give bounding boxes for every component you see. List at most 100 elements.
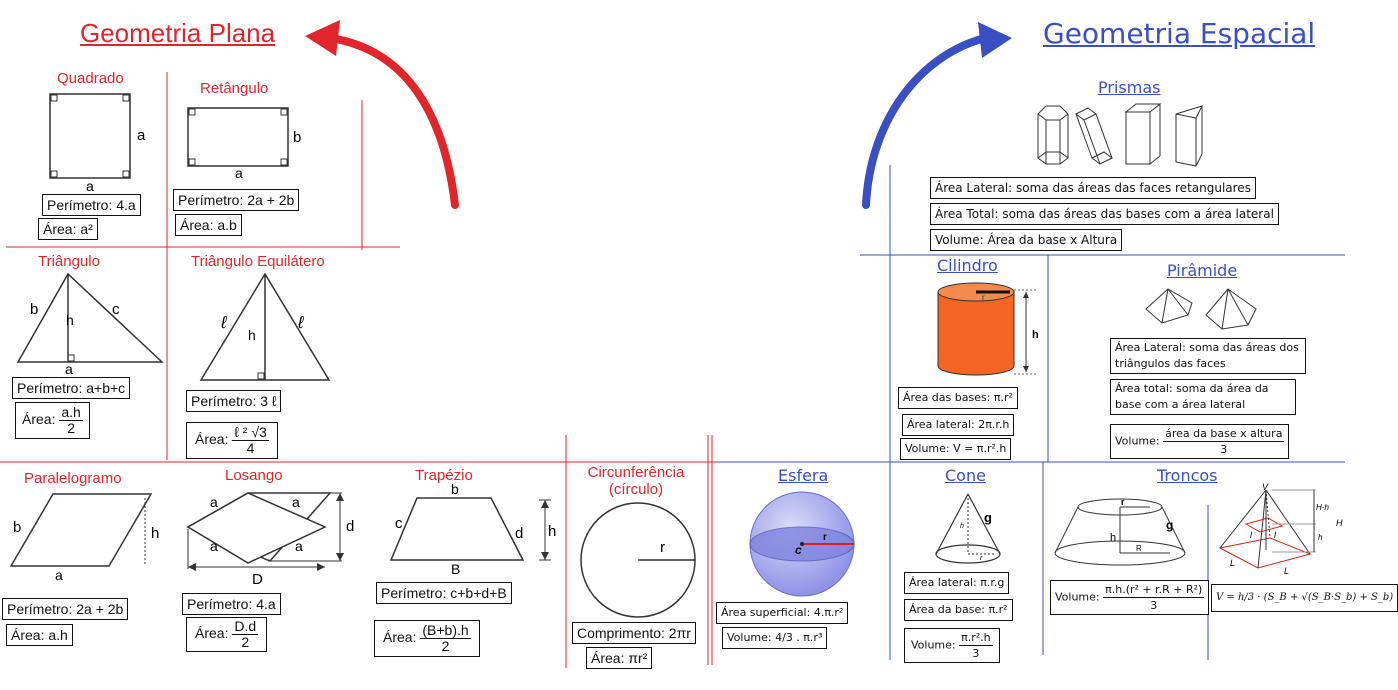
cilindro-area-lateral: Área lateral: 2π.r.h bbox=[902, 414, 1015, 436]
cone-label-r: r bbox=[980, 555, 983, 562]
circunferencia-area: Área: πr² bbox=[586, 647, 653, 669]
paralelogramo-label-h: h bbox=[151, 525, 159, 542]
equilatero-label-l2: ℓ bbox=[297, 313, 304, 332]
troncos-label-H: H bbox=[1336, 518, 1343, 528]
prismas-title: Prismas bbox=[1098, 78, 1161, 97]
esfera-label-r: r bbox=[823, 532, 827, 543]
paralelogramo-label-b: b bbox=[13, 519, 21, 536]
losango-label-d: d bbox=[346, 518, 354, 535]
pyramids-shape bbox=[1145, 288, 1257, 330]
cone-label-h: h bbox=[960, 523, 964, 530]
rhombus-shape: a a a a d D bbox=[186, 492, 354, 588]
paralelogramo-perimetro: Perímetro: 2a + 2b bbox=[2, 598, 129, 620]
triangulo-label-c: c bbox=[112, 301, 120, 318]
triangulo-equilatero-title: Triângulo Equilátero bbox=[191, 253, 325, 270]
losango-label-D: D bbox=[252, 571, 263, 588]
triangulo-label-b: b bbox=[30, 301, 38, 318]
circle-shape: r bbox=[580, 502, 696, 618]
esfera-title: Esfera bbox=[778, 466, 829, 485]
quadrado-perimetro: Perímetro: 4.a bbox=[42, 194, 141, 216]
losango-label-a3: a bbox=[210, 538, 218, 554]
rectangle-shape: b a bbox=[187, 107, 301, 181]
cone-area-lateral: Área lateral: π.r.g bbox=[904, 572, 1010, 594]
troncos-formula: V = h/3 · (S_B + √(S_B·S_b) + S_b) bbox=[1211, 584, 1398, 612]
equilatero-label-l1: ℓ bbox=[220, 313, 227, 332]
cone-title: Cone bbox=[945, 466, 986, 485]
title-geometria-plana: Geometria Plana bbox=[80, 18, 276, 48]
equilatero-label-h: h bbox=[248, 327, 256, 343]
frustum-cone-shape: r g h R bbox=[1054, 497, 1186, 566]
troncos-volume: Volume: π.h.(r² + r.R + R²)3 bbox=[1050, 580, 1210, 615]
quadrado-area: Área: a² bbox=[38, 218, 98, 240]
circunferencia-title: Circunferência (círculo) bbox=[587, 464, 685, 498]
troncos-label-l1: l bbox=[1250, 530, 1253, 540]
cilindro-area-bases: Área das bases: π.r² bbox=[898, 387, 1018, 409]
circunferencia-comprimento: Comprimento: 2πr bbox=[572, 622, 696, 644]
troncos-label-V: V bbox=[1262, 482, 1269, 492]
cilindro-title: Cilindro bbox=[937, 256, 998, 275]
retangulo-bottom-label: a bbox=[235, 165, 243, 181]
circulo-label-r: r bbox=[660, 539, 665, 556]
prisms-shape bbox=[1037, 103, 1203, 167]
quadrado-bottom-label: a bbox=[86, 178, 94, 194]
paralelogramo-label-a: a bbox=[55, 567, 63, 583]
piramide-title: Pirâmide bbox=[1167, 261, 1238, 280]
troncos-label-R: R bbox=[1136, 544, 1142, 553]
esfera-volume: Volume: 4/3 . π.r³ bbox=[722, 627, 828, 649]
frustum-pyramid-shape: V H-h H h l l L L bbox=[1218, 482, 1343, 576]
losango-label-a2: a bbox=[292, 494, 300, 510]
parallelogram-shape: b h a bbox=[9, 493, 159, 583]
troncos-title: Troncos bbox=[1157, 466, 1218, 485]
prismas-area-lateral: Área Lateral: soma das áreas das faces r… bbox=[930, 177, 1256, 199]
triangulo-label-a: a bbox=[65, 361, 73, 377]
esfera-area: Área superficial: 4.π.r² bbox=[716, 602, 849, 624]
retangulo-side-label: b bbox=[293, 129, 301, 146]
losango-label-a4: a bbox=[295, 538, 303, 554]
trapezio-perimetro: Perímetro: c+b+d+B bbox=[376, 582, 512, 604]
triangulo-title: Triângulo bbox=[38, 253, 100, 270]
troncos-label-g: g bbox=[1166, 518, 1173, 532]
cilindro-volume: Volume: V = π.r².h bbox=[900, 438, 1012, 460]
retangulo-area: Área: a.b bbox=[175, 214, 242, 236]
trapezio-label-h: h bbox=[548, 523, 556, 540]
title-geometria-espacial: Geometria Espacial bbox=[1043, 17, 1316, 50]
cone-area-base: Área da base: π.r² bbox=[904, 599, 1013, 621]
cone-label-g: g bbox=[984, 510, 992, 525]
quadrado-title: Quadrado bbox=[57, 70, 124, 87]
diagram-lines bbox=[0, 20, 1345, 668]
paralelogramo-area: Área: a.h bbox=[6, 624, 73, 646]
piramide-area-total: Área total: soma da área da base com a á… bbox=[1110, 379, 1296, 415]
paralelogramo-title: Paralelogramo bbox=[24, 470, 122, 487]
trapezoid-shape: b c d h B bbox=[389, 481, 556, 577]
equilatero-perimetro: Perímetro: 3 ℓ bbox=[186, 390, 282, 412]
losango-label-a1: a bbox=[210, 494, 218, 510]
trapezio-title: Trapézio bbox=[415, 467, 473, 484]
trapezio-label-b: b bbox=[451, 481, 459, 497]
cilindro-label-r: r bbox=[982, 293, 985, 302]
triangulo-label-h: h bbox=[66, 312, 74, 328]
troncos-label-L1: L bbox=[1230, 558, 1235, 568]
cone-shape: g h r bbox=[935, 493, 1001, 564]
retangulo-title: Retângulo bbox=[200, 80, 269, 97]
losango-perimetro: Perímetro: 4.a bbox=[182, 593, 281, 615]
sphere-shape: c r bbox=[749, 491, 855, 597]
square-shape: a a bbox=[49, 93, 146, 194]
troncos-label-L2: L bbox=[1284, 566, 1289, 576]
retangulo-perimetro: Perímetro: 2a + 2b bbox=[173, 189, 300, 211]
quadrado-side-label: a bbox=[137, 127, 146, 144]
trapezio-label-d: d bbox=[515, 525, 523, 542]
troncos-label-r: r bbox=[1121, 497, 1125, 507]
equilateral-triangle-shape: ℓ ℓ h bbox=[199, 272, 331, 381]
prismas-area-total: Área Total: soma das áreas das bases com… bbox=[930, 203, 1279, 225]
esfera-label-c: c bbox=[795, 543, 802, 557]
troncos-label-Hh: H-h bbox=[1316, 503, 1329, 512]
losango-title: Losango bbox=[225, 467, 283, 484]
piramide-area-lateral: Área Lateral: soma das áreas dos triângu… bbox=[1110, 338, 1306, 374]
prismas-volume: Volume: Área da base x Altura bbox=[930, 229, 1123, 251]
cylinder-shape: r h bbox=[937, 282, 1039, 376]
